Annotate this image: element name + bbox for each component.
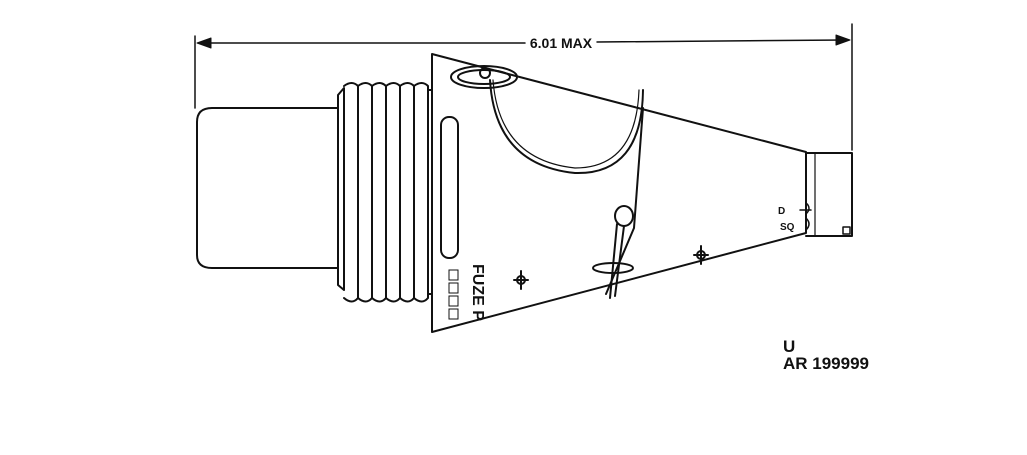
identifier-line1: U <box>783 337 795 356</box>
conical-body <box>431 53 807 333</box>
rear-cap <box>196 107 339 269</box>
threaded-section <box>337 82 433 303</box>
superquick-label: SQ <box>780 222 795 233</box>
body-slot <box>440 116 459 259</box>
fuze-label: FUZE P <box>469 264 486 321</box>
setting-sleeve <box>799 152 853 237</box>
delay-label: D <box>778 206 785 217</box>
rivet-left <box>513 270 529 290</box>
cotter-pin <box>592 205 634 299</box>
identifier-line2: AR 199999 <box>783 354 869 373</box>
rivet-right <box>693 245 709 265</box>
dimension-label: 6.01 MAX <box>530 35 593 51</box>
stamped-marks <box>448 269 459 320</box>
dimension-line <box>194 23 853 151</box>
